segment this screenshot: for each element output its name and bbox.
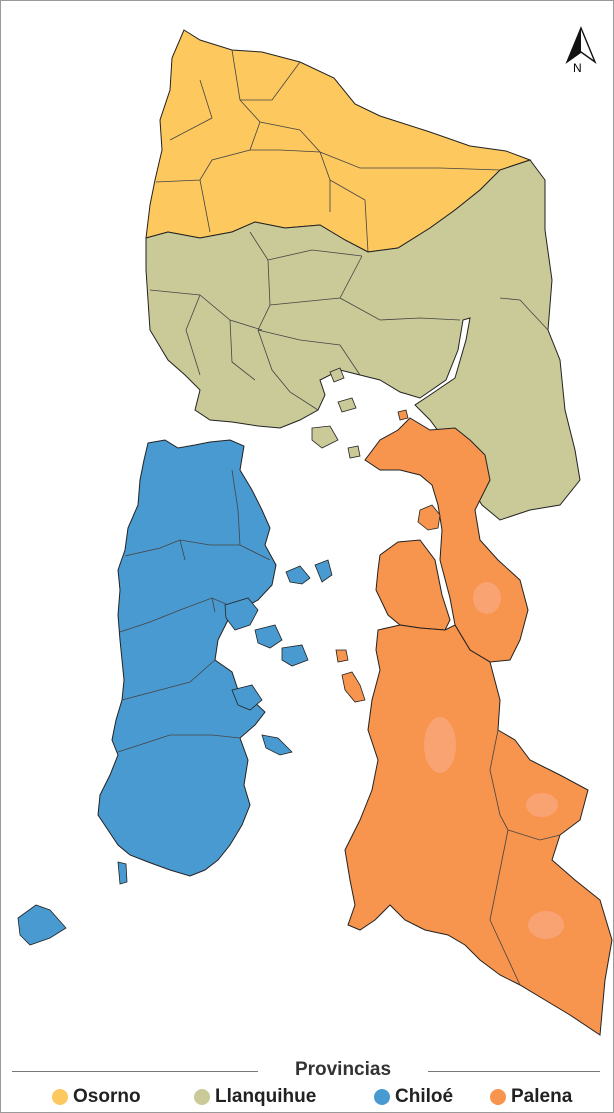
osorno-commune-lines [155, 49, 501, 253]
legend-label-chiloe: Chiloé [395, 1086, 454, 1107]
legend-divider-right [428, 1071, 600, 1072]
legend-label-palena: Palena [511, 1086, 573, 1107]
chiloe-island-4[interactable] [254, 624, 283, 649]
palena-island-2[interactable] [341, 671, 366, 703]
chiloe-island-8[interactable] [17, 904, 67, 946]
region-llanquihue[interactable] [145, 159, 581, 521]
region-chiloe[interactable] [17, 439, 333, 946]
chiloe-island-9[interactable] [117, 861, 128, 885]
north-arrow-icon [565, 26, 597, 64]
legend-header: Provincias [0, 1058, 614, 1084]
legend-divider-left [12, 1071, 258, 1072]
chiloe-island-2[interactable] [314, 559, 333, 583]
legend-item-llanquihue[interactable]: Llanquihue [194, 1084, 316, 1110]
chiloe-island-7[interactable] [261, 734, 293, 756]
legend-item-osorno[interactable]: Osorno [52, 1084, 141, 1110]
north-label: N [573, 61, 582, 75]
chiloe-island-5[interactable] [281, 644, 309, 667]
legend-label-osorno: Osorno [73, 1086, 141, 1107]
chiloe-island-3[interactable] [224, 597, 259, 631]
region-palena[interactable] [335, 417, 613, 1036]
osorno-swatch-icon [52, 1089, 68, 1105]
llanquihue-shape[interactable] [145, 159, 581, 521]
palena-island-3[interactable] [335, 649, 349, 663]
palena-lake-3 [526, 793, 558, 817]
legend-label-llanquihue: Llanquihue [215, 1086, 317, 1107]
chiloe-island-1[interactable] [285, 565, 311, 585]
legend-item-chiloe[interactable]: Chiloé [374, 1084, 453, 1110]
palena-island-1[interactable] [417, 504, 441, 531]
chiloe-swatch-icon [374, 1089, 390, 1105]
coastal-islets [311, 367, 409, 459]
palena-commune-lines [489, 729, 561, 986]
llanquihue-commune-lines [149, 231, 549, 411]
palena-lake-1 [473, 582, 501, 614]
palena-swatch-icon [490, 1089, 506, 1105]
chiloe-main-island[interactable] [97, 439, 277, 877]
legend-title: Provincias [294, 1059, 392, 1080]
palena-peninsula-shape[interactable] [375, 539, 451, 631]
llanquihue-swatch-icon [194, 1089, 210, 1105]
chiloe-commune-lines [117, 469, 271, 753]
palena-main-shape[interactable] [344, 624, 613, 1036]
palena-lake-2 [424, 717, 456, 773]
legend-item-palena[interactable]: Palena [490, 1084, 572, 1110]
palena-lake-4 [528, 911, 564, 939]
province-map [17, 29, 613, 1036]
legend: Osorno Llanquihue Chiloé Palena [0, 1084, 614, 1110]
chiloe-island-6[interactable] [231, 684, 263, 711]
